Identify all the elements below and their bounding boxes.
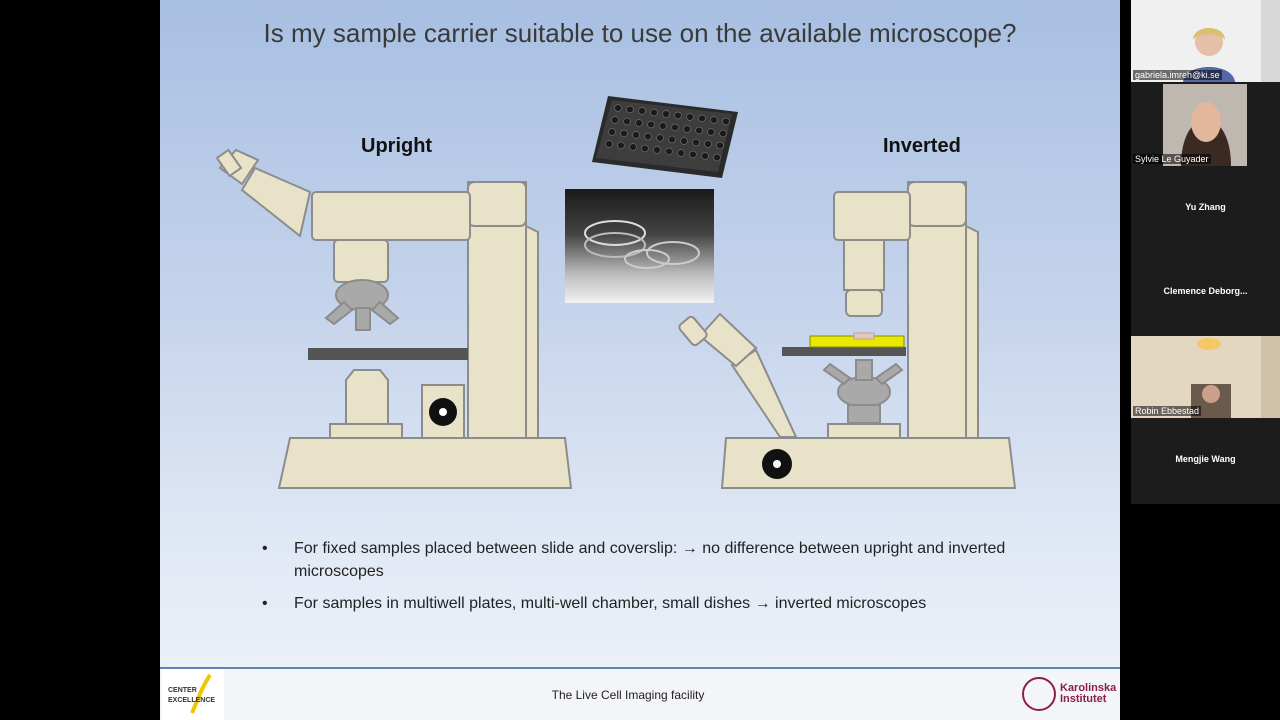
inverted-objectives bbox=[822, 359, 904, 424]
inverted-label: Inverted bbox=[883, 135, 961, 157]
bullet-marker: • bbox=[262, 595, 268, 612]
bullet-text: For samples in multiwell plates, multi-w… bbox=[294, 595, 927, 612]
microscope-illustration bbox=[215, 148, 1017, 489]
petri-dish-image bbox=[565, 189, 714, 303]
footer-divider bbox=[160, 667, 1120, 669]
center-of-excellence-logo: CENTER EXCELLENCE bbox=[162, 669, 224, 720]
participants-panel: gabriela.imreh@ki.se Sylvie Le Guyader Y… bbox=[1131, 0, 1280, 504]
logo-line-2: EXCELLENCE bbox=[168, 697, 216, 704]
footer-text: The Live Cell Imaging facility bbox=[551, 688, 705, 702]
upright-condenser bbox=[345, 369, 389, 425]
ki-name-line-1: Karolinska bbox=[1060, 682, 1117, 694]
participant-tile[interactable]: gabriela.imreh@ki.se bbox=[1131, 0, 1280, 82]
participant-video-icon bbox=[1131, 336, 1280, 418]
inverted-microscope bbox=[678, 181, 1017, 489]
multiwell-plate-image bbox=[592, 96, 738, 178]
inverted-stage bbox=[782, 347, 906, 356]
bullet-item: • For samples in multiwell plates, multi… bbox=[260, 592, 1040, 615]
participant-tile[interactable]: Robin Ebbestad bbox=[1131, 336, 1280, 418]
logo-line-1: CENTER bbox=[168, 687, 197, 694]
participant-name: gabriela.imreh@ki.se bbox=[1133, 70, 1222, 80]
upright-nosepiece bbox=[333, 239, 389, 283]
participant-tile[interactable]: Clemence Deborg... bbox=[1131, 252, 1280, 334]
presentation-slide: Is my sample carrier suitable to use on … bbox=[160, 0, 1120, 720]
participant-name: Mengjie Wang bbox=[1175, 454, 1236, 464]
participant-tile[interactable]: Mengjie Wang bbox=[1131, 420, 1280, 502]
upright-stage bbox=[308, 348, 468, 360]
bullet-marker: • bbox=[262, 540, 268, 557]
bullet-item: • For fixed samples placed between slide… bbox=[260, 537, 1040, 583]
upright-arm bbox=[311, 191, 471, 241]
participant-tile[interactable]: Yu Zhang bbox=[1131, 168, 1280, 250]
upright-eyepiece bbox=[240, 166, 312, 238]
participant-tile[interactable]: Sylvie Le Guyader bbox=[1131, 84, 1280, 166]
slide-title: Is my sample carrier suitable to use on … bbox=[263, 18, 1017, 48]
participant-name: Robin Ebbestad bbox=[1133, 406, 1202, 416]
upright-label: Upright bbox=[361, 135, 433, 157]
karolinska-logo: Karolinska Institutet bbox=[1022, 677, 1117, 713]
inverted-eyepiece-arm bbox=[730, 348, 798, 438]
inverted-condenser bbox=[843, 239, 885, 291]
slide-footer: CENTER EXCELLENCE The Live Cell Imaging … bbox=[160, 669, 1120, 720]
participant-name: Clemence Deborg... bbox=[1163, 286, 1248, 296]
bullet-list: • For fixed samples placed between slide… bbox=[260, 537, 1040, 624]
bullet-text: For fixed samples placed between slide a… bbox=[294, 540, 1006, 580]
participant-video-icon bbox=[1163, 84, 1247, 166]
inverted-arm bbox=[833, 191, 911, 241]
participant-name: Sylvie Le Guyader bbox=[1133, 154, 1211, 164]
ki-name-line-2: Institutet bbox=[1060, 693, 1107, 705]
upright-base bbox=[277, 437, 573, 489]
upright-objectives bbox=[324, 279, 400, 331]
ki-seal-icon bbox=[1022, 677, 1056, 711]
participant-name: Yu Zhang bbox=[1185, 202, 1226, 212]
upright-microscope bbox=[215, 148, 573, 489]
